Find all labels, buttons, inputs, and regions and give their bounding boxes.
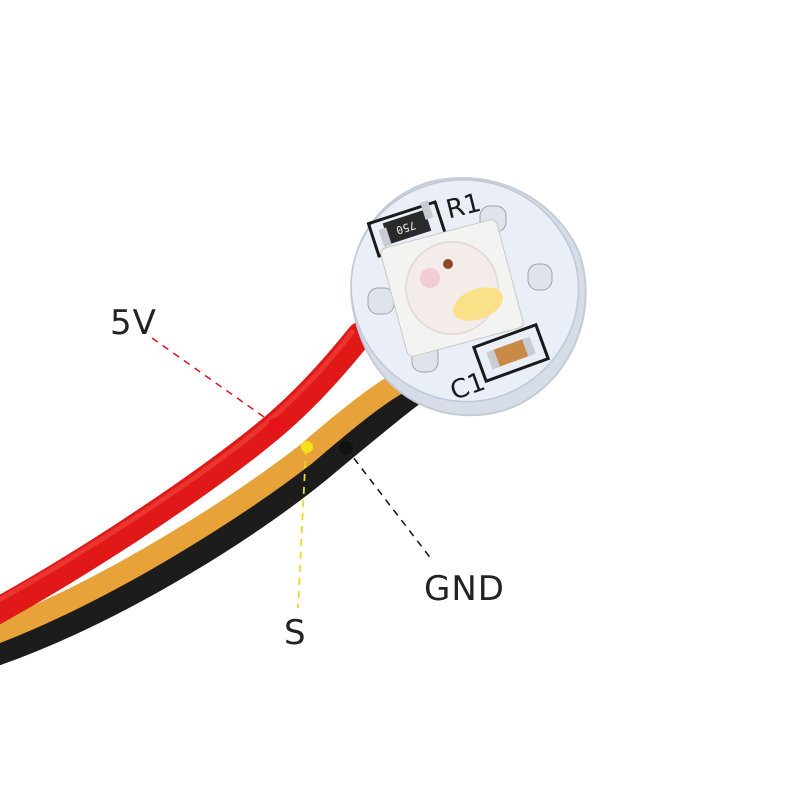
power-wire <box>0 322 373 625</box>
signal-wire <box>0 374 406 643</box>
solder-pad-left <box>367 287 395 315</box>
solder-pad-right <box>527 263 553 291</box>
signal-leader-line <box>297 447 307 609</box>
ground-wire <box>0 382 423 666</box>
callout-lines <box>151 337 433 609</box>
resistor-code: 750 <box>394 218 417 237</box>
ground-label: GND <box>424 569 505 609</box>
power-label: 5V <box>110 303 157 343</box>
ground-dot <box>339 441 353 455</box>
signal-label: S <box>284 613 307 653</box>
wire-bundle <box>0 322 423 666</box>
power-wire-highlight <box>0 329 355 603</box>
power-dot <box>268 418 284 434</box>
led-pcb-board: 750 R1 C1 <box>350 177 587 417</box>
capacitor-c1 <box>471 322 551 384</box>
rgbw-led-chip <box>380 219 524 357</box>
ground-leader-line <box>345 447 433 561</box>
power-leader-line <box>151 337 275 425</box>
signal-dot <box>301 441 313 453</box>
